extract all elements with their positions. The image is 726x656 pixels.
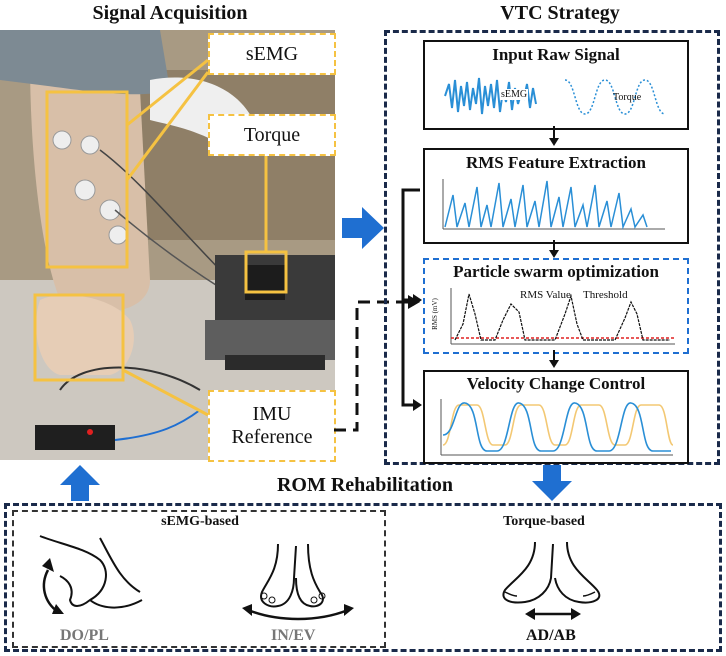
semg-based-title: sEMG-based <box>161 514 239 529</box>
imu-highlight-box <box>33 293 125 382</box>
imu-reference-label: IMU Reference <box>208 390 336 462</box>
rms-feature-extraction-title: RMS Feature Extraction <box>465 153 647 172</box>
rom-rehabilitation-heading: ROM Rehabilitation <box>276 474 454 496</box>
input-raw-signal-panel: Input Raw Signal sEMG Torque <box>423 40 689 130</box>
velocity-change-control-panel: Velocity Change Control <box>423 370 689 464</box>
input-raw-signal-title: Input Raw Signal <box>492 45 620 64</box>
raw-semg-tag: sEMG <box>500 89 529 100</box>
rom-to-acquisition-arrow <box>60 465 100 501</box>
ad-ab-feet-illustration <box>502 541 601 620</box>
in-ev-label: IN/EV <box>271 627 316 644</box>
flow-arrow-2 <box>549 240 559 258</box>
rms-feature-extraction-panel: RMS Feature Extraction <box>423 148 689 244</box>
rom-rehabilitation-panel <box>4 503 722 652</box>
velocity-change-control-title: Velocity Change Control <box>466 374 646 393</box>
do-pl-label: DO/PL <box>60 627 109 644</box>
ad-ab-label: AD/AB <box>526 627 576 644</box>
acquisition-to-vtc-arrow <box>342 207 384 249</box>
particle-swarm-optimization-title: Particle swarm optimization <box>453 262 659 281</box>
semg-based-panel <box>12 510 386 648</box>
flow-arrow-3 <box>549 350 559 368</box>
torque-based-title: Torque-based <box>503 514 585 529</box>
do-pl-foot-illustration <box>39 535 143 614</box>
torque-label: Torque <box>208 114 336 156</box>
imu-label-line1: IMU <box>252 403 292 425</box>
in-ev-feet-illustration <box>242 543 354 621</box>
rms-plot <box>442 179 665 230</box>
imu-label-line2: Reference <box>231 426 313 448</box>
pso-plot <box>450 288 675 345</box>
semg-label: sEMG <box>208 33 336 75</box>
signal-acquisition-heading: Signal Acquisition <box>92 2 248 24</box>
vtc-flow-bracket <box>401 188 422 411</box>
flow-arrow-1 <box>549 126 559 146</box>
particle-swarm-optimization-panel: Particle swarm optimization RMS Value Th… <box>423 258 689 354</box>
pso-ylabel: RMS (mV) <box>430 298 439 330</box>
vtc-to-rom-arrow <box>532 465 572 501</box>
raw-signal-plots <box>444 77 666 115</box>
vtc-strategy-heading: VTC Strategy <box>500 2 620 24</box>
pso-legend-threshold: Threshold <box>583 289 628 301</box>
velocity-plot <box>440 399 674 456</box>
raw-torque-tag: Torque <box>613 92 642 103</box>
pso-legend-rms: RMS Value <box>520 289 571 301</box>
